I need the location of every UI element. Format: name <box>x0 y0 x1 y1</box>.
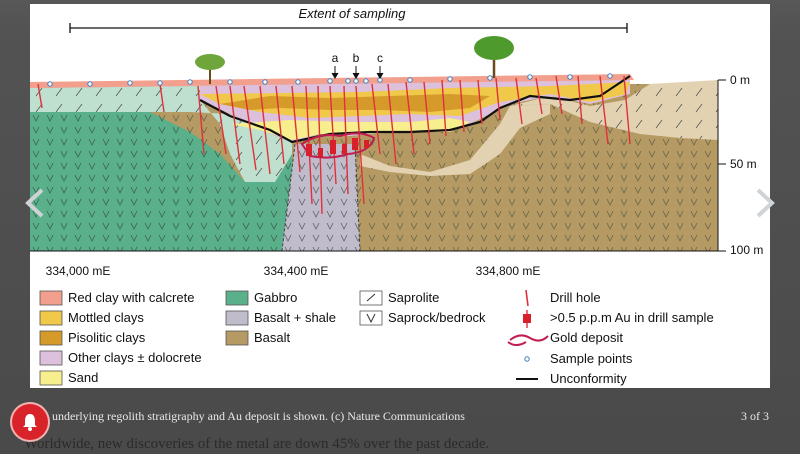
chevron-left-icon <box>22 188 48 218</box>
legend-drill-hole: Drill hole <box>550 290 601 305</box>
image-caption: underlying regolith stratigraphy and Au … <box>52 409 465 424</box>
legend-col1: Red clay with calcrete Mottled clays Pis… <box>40 290 202 385</box>
point-markers <box>332 66 383 78</box>
easting-tick-334800: 334,800 mE <box>476 264 541 278</box>
bell-icon <box>21 412 39 432</box>
legend-saprolite: Saprolite <box>388 290 439 305</box>
legend-unconformity: Unconformity <box>550 371 627 386</box>
legend-red-clay: Red clay with calcrete <box>68 290 194 305</box>
depth-tick-50: 50 m <box>730 157 757 171</box>
legend-au-sample: >0.5 p.p.m Au in drill sample <box>550 310 714 325</box>
point-a-label: a <box>332 51 339 65</box>
point-c-label: c <box>377 51 383 65</box>
legend-sand: Sand <box>68 370 98 385</box>
article-text: Worldwide, new discoveries of the metal … <box>24 436 489 453</box>
tree-icon-right <box>474 36 514 78</box>
legend-saprock: Saprock/bedrock <box>388 310 486 325</box>
depth-tick-0: 0 m <box>730 73 750 87</box>
legend-col2: Gabbro Basalt + shale Basalt <box>226 290 336 345</box>
legend-basalt: Basalt <box>254 330 291 345</box>
image-counter: 3 of 3 <box>741 409 769 424</box>
depth-tick-100: 100 m <box>730 243 763 257</box>
easting-tick-334400: 334,400 mE <box>264 264 329 278</box>
easting-tick-334000: 334,000 mE <box>46 264 111 278</box>
chevron-right-icon <box>752 188 778 218</box>
point-b-label: b <box>353 51 360 65</box>
legend-other-clays: Other clays ± dolocrete <box>68 350 202 365</box>
legend-gabbro: Gabbro <box>254 290 297 305</box>
legend-mottled: Mottled clays <box>68 310 144 325</box>
legend-basalt-shale: Basalt + shale <box>254 310 336 325</box>
legend-col3: Saprolite Saprock/bedrock <box>360 290 486 325</box>
extent-label: Extent of sampling <box>299 6 407 21</box>
regolith-cross-section-figure: Extent of sampling <box>30 4 770 388</box>
previous-image-button[interactable] <box>22 188 48 218</box>
legend-gold-deposit: Gold deposit <box>550 330 623 345</box>
legend-col4: Drill hole >0.5 p.p.m Au in drill sample… <box>508 290 714 386</box>
legend-pisolitic: Pisolitic clays <box>68 330 146 345</box>
next-image-button[interactable] <box>752 188 778 218</box>
notification-bell-button[interactable] <box>12 404 48 440</box>
legend-sample-points: Sample points <box>550 351 633 366</box>
lightbox-image: Extent of sampling <box>30 4 770 388</box>
